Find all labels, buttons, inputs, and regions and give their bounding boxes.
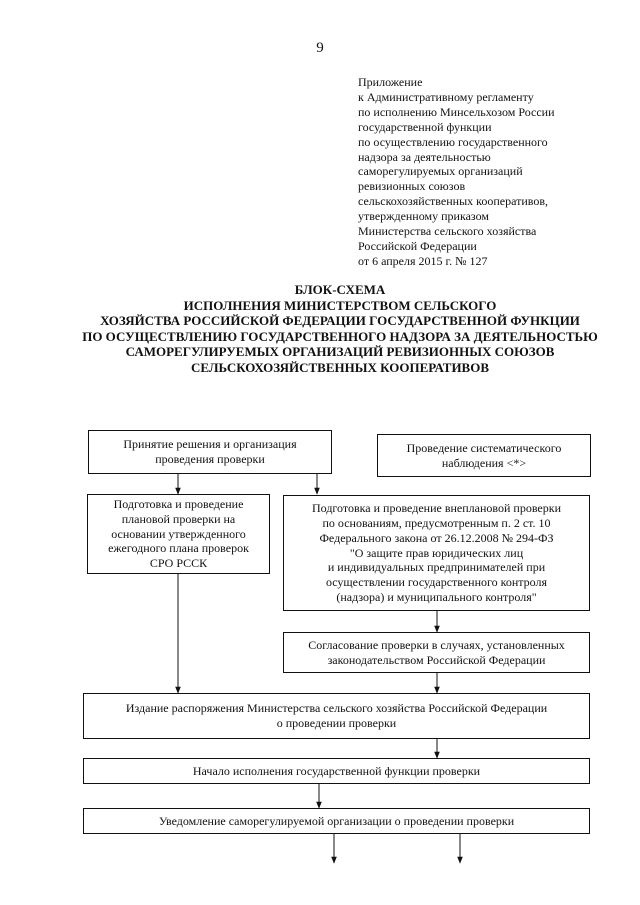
title-line: ИСПОЛНЕНИЯ МИНИСТЕРСТВОМ СЕЛЬСКОГО: [183, 297, 497, 313]
approval-line: государственной функции: [358, 119, 492, 134]
approval-line: по осуществлению государственного: [358, 134, 548, 149]
flow-box-unplanned-inspection: Подготовка и проведение внеплановой пров…: [283, 495, 590, 611]
document-title: БЛОК-СХЕМА ИСПОЛНЕНИЯ МИНИСТЕРСТВОМ СЕЛЬ…: [20, 282, 640, 376]
flow-box-agreement: Согласование проверки в случаях, установ…: [283, 632, 590, 673]
approval-line: по исполнению Минсельхозом России: [358, 104, 555, 119]
box-line: Начало исполнения государственной функци…: [192, 763, 481, 778]
approval-line: надзора за деятельностью: [358, 149, 491, 164]
box-line: законодательством Российской Федерации: [327, 652, 546, 667]
flow-box-order: Издание распоряжения Министерства сельск…: [83, 693, 590, 739]
box-line: основании утвержденного: [111, 526, 246, 541]
box-line: и индивидуальных предпринимателей при: [327, 560, 546, 575]
page-number: 9: [316, 40, 324, 56]
box-line: осуществлении государственного контроля: [325, 575, 548, 590]
box-line: Согласование проверки в случаях, установ…: [308, 637, 565, 652]
box-line: Издание распоряжения Министерства сельск…: [125, 701, 548, 716]
flow-box-decision: Принятие решения и организация проведени…: [88, 430, 332, 474]
box-line: Принятие решения и организация: [123, 437, 297, 452]
approval-line: к Административному регламенту: [358, 89, 534, 104]
flow-box-start: Начало исполнения государственной функци…: [83, 758, 590, 784]
flow-box-notification: Уведомление саморегулируемой организации…: [83, 808, 590, 834]
flow-box-observation: Проведение систематического наблюдения <…: [377, 434, 591, 477]
box-line: Проведение систематического: [406, 440, 562, 455]
box-line: "О защите прав юридических лиц: [349, 545, 524, 560]
approval-line: Министерства сельского хозяйства: [358, 224, 537, 239]
box-line: плановой проверки на: [121, 511, 236, 526]
approval-line: утвержденному приказом: [358, 209, 489, 224]
flow-box-planned-inspection: Подготовка и проведение плановой проверк…: [87, 494, 270, 574]
title-line: ХОЗЯЙСТВА РОССИЙСКОЙ ФЕДЕРАЦИИ ГОСУДАРСТ…: [100, 313, 580, 329]
box-line: (надзора) и муниципального контроля": [336, 589, 537, 604]
box-line: Подготовка и проведение: [113, 497, 244, 511]
title-line: СЕЛЬСКОХОЗЯЙСТВЕННЫХ КООПЕРАТИВОВ: [190, 359, 490, 375]
title-line: САМОРЕГУЛИРУЕМЫХ ОРГАНИЗАЦИЙ РЕВИЗИОННЫХ…: [125, 344, 555, 360]
title-line: ПО ОСУЩЕСТВЛЕНИЮ ГОСУДАРСТВЕННОГО НАДЗОР…: [82, 328, 598, 344]
box-line: наблюдения <*>: [441, 455, 527, 470]
approval-line: сельскохозяйственных кооперативов,: [358, 194, 549, 209]
box-line: проведения проверки: [155, 452, 265, 466]
approval-line: ревизионных союзов: [358, 179, 466, 194]
box-line: Уведомление саморегулируемой организации…: [158, 813, 515, 828]
approval-line: от 6 апреля 2015 г. № 127: [358, 253, 488, 268]
title-line: БЛОК-СХЕМА: [294, 282, 386, 297]
box-line: ежегодного плана проверок: [108, 541, 249, 556]
box-line: о проведении проверки: [276, 716, 397, 730]
box-line: СРО РССК: [149, 556, 208, 571]
box-line: Подготовка и проведение внеплановой пров…: [312, 501, 561, 516]
approval-line: саморегулируемых организаций: [358, 164, 523, 179]
box-line: Федерального закона от 26.12.2008 № 294-…: [319, 530, 554, 545]
box-line: по основаниям, предусмотренным п. 2 ст. …: [322, 516, 551, 530]
approval-line: Приложение: [358, 75, 423, 89]
approval-line: Российской Федерации: [358, 238, 477, 253]
approval-note: Приложение к Административному регламент…: [358, 75, 618, 269]
